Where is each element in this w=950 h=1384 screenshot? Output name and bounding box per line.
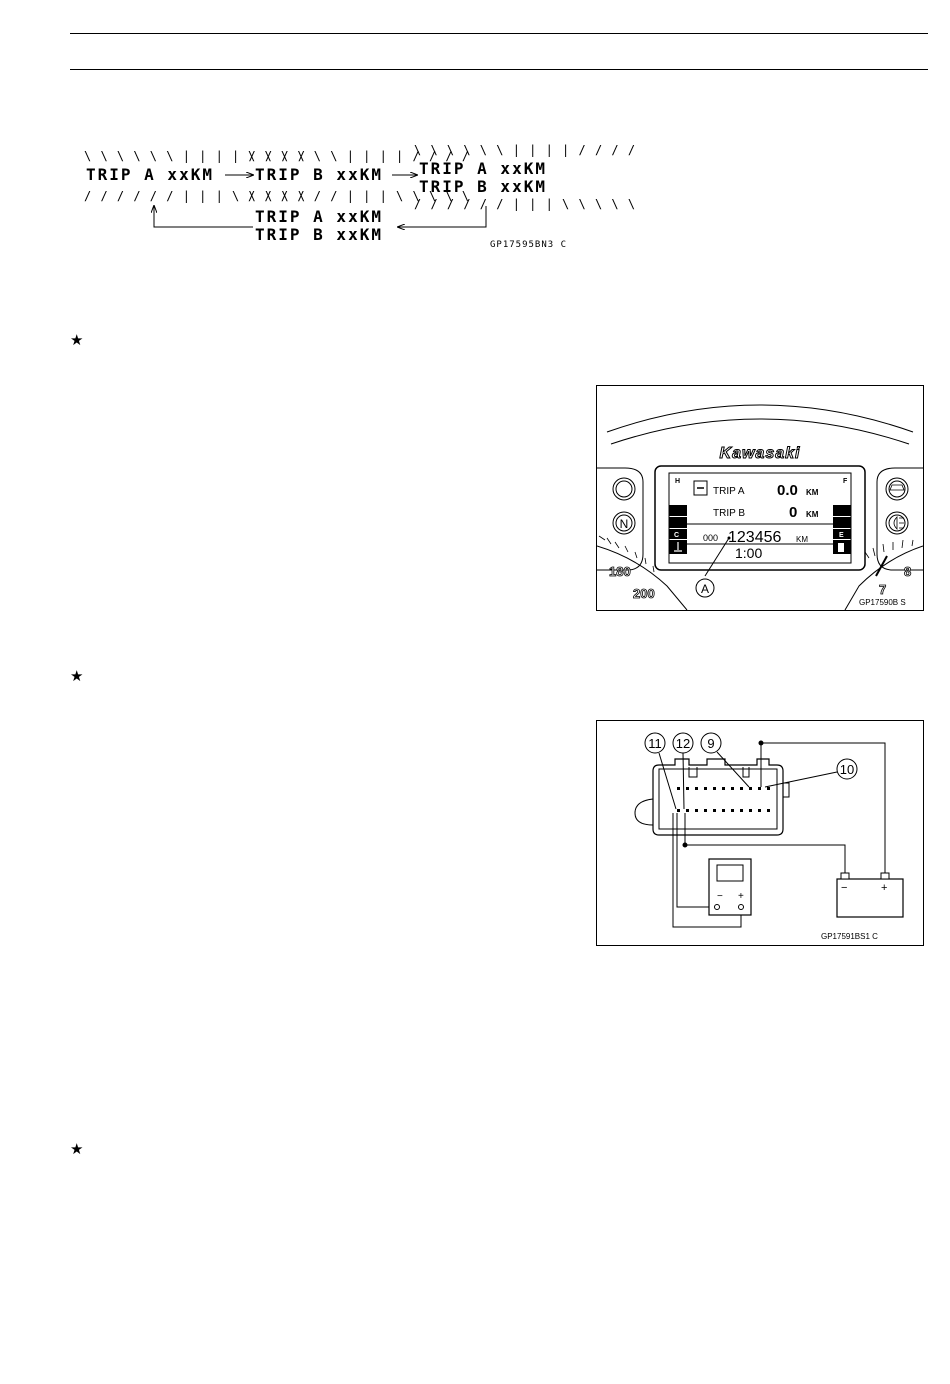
wiring-figure: 11 12 9 10 − + − + GP xyxy=(596,720,924,946)
svg-text:−: − xyxy=(841,882,847,894)
svg-text:A: A xyxy=(701,582,709,596)
bullet-star: ★ xyxy=(70,1140,84,1158)
svg-text:C: C xyxy=(674,532,679,539)
brand-logo: Kawasaki xyxy=(720,445,801,462)
voltmeter-display xyxy=(716,864,744,882)
trip-state-4-line1: TRIP A xxKM xyxy=(255,207,383,226)
svg-text:180: 180 xyxy=(609,564,631,579)
indicator-lamp xyxy=(612,477,636,501)
figure-code: GP17595BN3 C xyxy=(490,240,568,250)
svg-text:KM: KM xyxy=(796,535,808,544)
connector-pins xyxy=(677,787,770,812)
svg-text:11: 11 xyxy=(648,736,662,751)
svg-text:KM: KM xyxy=(806,488,819,497)
blink-rays-top: \ \ \ \ \ \ | | | | / / / / xyxy=(248,149,471,163)
svg-text:12: 12 xyxy=(676,736,690,751)
svg-text:F: F xyxy=(843,478,848,485)
connector-lock-tab xyxy=(688,767,698,778)
blink-rays-bottom: / / / / / / | | | \ \ \ \ \ xyxy=(84,189,307,203)
svg-text:E: E xyxy=(839,532,844,539)
svg-text:KM: KM xyxy=(806,510,819,519)
svg-text:+: + xyxy=(881,882,887,894)
svg-text:H: H xyxy=(675,478,680,485)
svg-text:10: 10 xyxy=(840,762,854,777)
clock: 1:00 xyxy=(735,545,762,561)
callout-10 xyxy=(836,758,858,780)
blink-rays-bottom: / / / / / / | | | \ \ \ \ \ xyxy=(248,189,471,203)
svg-text:TRIP B: TRIP B xyxy=(713,508,745,519)
meter-illustration: Kawasaki N H C F E xyxy=(597,404,923,610)
trip-state-3-line2: TRIP B xxKM xyxy=(419,177,547,196)
bullet-star: ★ xyxy=(70,331,84,349)
figure-code: GP17590B S xyxy=(859,598,906,607)
blink-rays-top: \ \ \ \ \ \ | | | | / / / / xyxy=(84,149,307,163)
wires xyxy=(672,740,886,928)
battery xyxy=(836,878,904,918)
lcd-bezel xyxy=(654,465,866,571)
trip-state-2: TRIP B xxKM xyxy=(255,165,383,184)
callout-11 xyxy=(644,732,666,754)
meter-figure: Kawasaki N H C F E xyxy=(596,385,924,611)
header-rule-top xyxy=(70,33,928,34)
header-rule-bottom xyxy=(70,69,928,70)
trip-state-3-line1: TRIP A xxKM xyxy=(419,159,547,178)
svg-text:TRIP A: TRIP A xyxy=(713,486,745,497)
svg-text:200: 200 xyxy=(633,586,655,601)
wiring-diagram: 11 12 9 10 − + − + GP xyxy=(634,732,904,941)
callout-9 xyxy=(700,732,722,754)
odometer-value: 123456 xyxy=(728,529,781,546)
neutral-lamp xyxy=(612,511,636,535)
trip-state-1: TRIP A xxKM xyxy=(86,165,214,184)
svg-text:0.0: 0.0 xyxy=(777,482,798,499)
svg-text:N: N xyxy=(620,517,629,531)
bullet-star: ★ xyxy=(70,667,84,685)
svg-text:7: 7 xyxy=(879,582,886,597)
trip-state-4-line2: TRIP B xxKM xyxy=(255,225,383,244)
blink-rays-top: \ \ \ \ \ \ | | | | / / / / xyxy=(414,143,637,157)
callout-a xyxy=(695,578,715,598)
svg-text:9: 9 xyxy=(707,736,714,751)
svg-text:−: − xyxy=(717,891,723,902)
trip-sequence-figure: \ \ \ \ \ \ | | | | / / / / TRIP A xxKM … xyxy=(70,130,635,255)
blink-rays-bottom: / / / / / / | | | \ \ \ \ \ xyxy=(414,197,637,211)
svg-text:8: 8 xyxy=(904,564,911,579)
svg-text:000: 000 xyxy=(703,533,718,543)
oil-lamp xyxy=(885,477,909,501)
trip-arrows xyxy=(70,130,487,255)
svg-text:0: 0 xyxy=(789,504,797,521)
figure-code: GP17591BS1 C xyxy=(821,932,878,941)
svg-text:+: + xyxy=(738,891,744,902)
headlight-lamp xyxy=(885,511,909,535)
